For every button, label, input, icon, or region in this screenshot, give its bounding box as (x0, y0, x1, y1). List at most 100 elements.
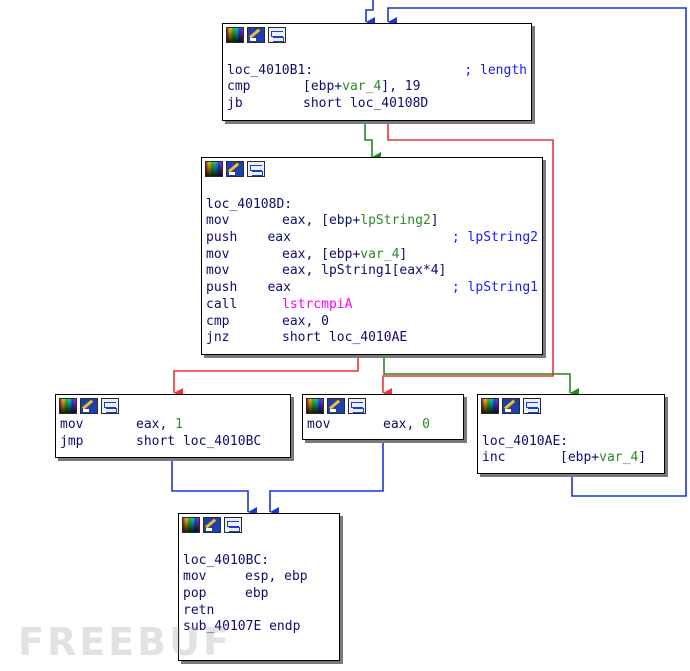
asm-line: cmp[ebp+var_4], 19 (227, 79, 527, 96)
operand-variable: lpString2 (360, 213, 431, 229)
operand: lstrcmpiA (282, 297, 510, 314)
block-toolbar (56, 395, 290, 417)
block-toolbar (478, 395, 664, 417)
edge-jb-false (382, 121, 554, 398)
edit-icon[interactable] (502, 398, 520, 414)
edge-loop-back (387, 7, 687, 497)
xref-icon[interactable] (523, 398, 541, 414)
graph-overview-icon[interactable] (205, 161, 223, 177)
mnemonic: mov (307, 417, 331, 432)
comment: ; length (464, 62, 527, 78)
operand-text: eax, (383, 417, 423, 432)
edit-icon[interactable] (247, 27, 265, 43)
mnemonic: jnz (206, 330, 230, 346)
operand-text: ebp (245, 586, 269, 602)
block-code: mov eax, 0 (303, 417, 463, 437)
operand: short loc_4010BC (136, 434, 261, 451)
operand-text: [ebp+ (560, 450, 600, 466)
comment: ; lpString2 (451, 230, 538, 246)
mnemonic: push (206, 230, 238, 246)
edit-icon[interactable] (226, 161, 244, 177)
asm-line: jnz short loc_4010AE (206, 330, 538, 347)
operand-variable: var_4 (599, 450, 639, 466)
mnemonic: mov (206, 246, 230, 262)
graph-overview-icon[interactable] (306, 398, 324, 414)
imported-function: lstrcmpiA (282, 296, 353, 312)
xref-icon[interactable] (348, 398, 366, 414)
code-label: loc_40108D: (206, 196, 293, 212)
blank-line (482, 417, 660, 434)
operand-text: ], 19 (381, 79, 421, 95)
asm-line: pop ebp (183, 586, 335, 603)
operand: eax, 1 (136, 417, 183, 434)
mnemonic: jb (227, 96, 243, 112)
operand: esp, ebp (245, 569, 308, 586)
code-label: loc_4010B1: (227, 62, 314, 78)
mnemonic: mov (206, 263, 230, 279)
asm-line: jmp short loc_4010BC (60, 434, 286, 451)
blank-line (206, 180, 538, 197)
asm-line: loc_4010BC: (183, 553, 335, 570)
operand: short loc_4010AE (282, 330, 510, 347)
xref-icon[interactable] (224, 517, 242, 533)
blank-line (183, 536, 335, 553)
asm-line: mov esp, ebp (183, 569, 335, 586)
block-toolbar (223, 24, 531, 46)
block-toolbar (303, 395, 463, 417)
operand-text: eax, (136, 417, 176, 432)
xref-icon[interactable] (247, 161, 265, 177)
edge-incoming-top (365, 0, 375, 27)
code-label: loc_4010AE: (482, 433, 569, 449)
block-code: loc_4010AE:inc[ebp+var_4] (478, 417, 664, 470)
asm-line: push eax ; lpString2 (206, 230, 538, 247)
edge-jnz-true (383, 355, 579, 398)
edit-icon[interactable] (203, 517, 221, 533)
operand-text: eax, [ebp+ (282, 213, 361, 229)
operand-text: ] (430, 213, 439, 229)
xref-icon[interactable] (101, 398, 119, 414)
asm-line: loc_40108D: (206, 197, 538, 214)
operand-variable: 1 (175, 417, 183, 432)
mnemonic: push (206, 280, 238, 296)
xref-icon[interactable] (268, 27, 286, 43)
mnemonic: retn (183, 602, 215, 618)
asm-line: mov eax, 0 (307, 417, 459, 434)
operand-text: eax (267, 230, 291, 246)
graph-overview-icon[interactable] (481, 398, 499, 414)
operand-text: ] (399, 246, 408, 262)
graph-overview-icon[interactable] (182, 517, 200, 533)
asm-line: sub_40107E endp (183, 619, 335, 636)
operand-text: esp, ebp (245, 569, 308, 585)
operand-text: eax, lpString1[eax*4] (282, 263, 447, 279)
operand: eax (267, 230, 451, 247)
operand-text: [ebp+ (303, 79, 343, 95)
operand: [ebp+var_4] (560, 450, 646, 467)
mnemonic: pop (183, 586, 207, 602)
block-mov-eax-0[interactable]: mov eax, 0 (302, 394, 464, 440)
mnemonic: mov (183, 569, 207, 585)
graph-overview-icon[interactable] (226, 27, 244, 43)
block-loc_4010AE[interactable]: loc_4010AE:inc[ebp+var_4] (477, 394, 665, 474)
edit-icon[interactable] (80, 398, 98, 414)
edge-jnz-false (173, 355, 359, 398)
operand-text: eax, [ebp+ (282, 246, 361, 262)
operand-variable: 0 (422, 417, 430, 432)
edge-jb-true (364, 121, 381, 162)
comment: ; lpString1 (451, 280, 538, 296)
mnemonic: jmp (60, 433, 84, 449)
graph-overview-icon[interactable] (59, 398, 77, 414)
edit-icon[interactable] (327, 398, 345, 414)
